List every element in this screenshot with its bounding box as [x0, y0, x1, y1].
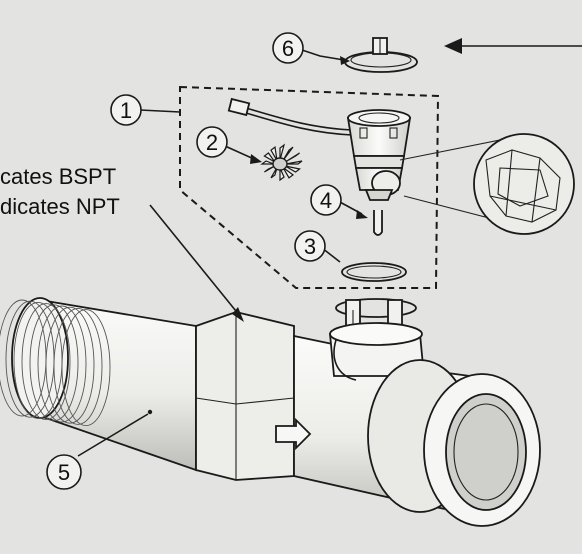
impeller-blade [260, 160, 275, 165]
retaining-clip-part [344, 37, 418, 73]
o-ring-part [341, 262, 407, 282]
impeller-blade [284, 152, 300, 163]
pipe-thread-ring [21, 303, 71, 421]
bspt-note-text: cates BSPT [0, 164, 116, 189]
assembly-outline [179, 85, 440, 289]
callout-6: 6 [272, 32, 304, 64]
impeller-blade [285, 160, 303, 165]
pipe-thread-ring [45, 306, 95, 424]
pipe-thread-ring [29, 304, 79, 422]
callout-5-label: 5 [58, 460, 70, 485]
impeller-blade [282, 166, 295, 179]
callout-3-label: 3 [304, 234, 316, 259]
saddle-clip-part [335, 298, 417, 335]
impeller-blade [282, 146, 294, 161]
impeller-blade [279, 167, 285, 182]
impeller-blade [279, 143, 286, 161]
npt-note-text: dicates NPT [0, 194, 120, 219]
sensor-cable [227, 97, 353, 136]
tee-pipe-body-part [0, 297, 541, 527]
impeller-blade [270, 146, 278, 161]
shaft-pin-part [373, 210, 383, 236]
callout-4-label: 4 [320, 188, 332, 213]
impeller-blade [263, 152, 276, 163]
pipe-thread-ring [61, 309, 111, 427]
impeller-hub [272, 157, 288, 171]
callout-4: 4 [310, 184, 342, 216]
impeller-blade [270, 167, 278, 179]
flow-direction-arrow-icon [275, 417, 312, 451]
callout-6-label: 6 [282, 36, 294, 61]
sensor-head-part [346, 109, 412, 201]
pipe-thread-ring [37, 305, 87, 423]
impeller-blade [284, 165, 302, 173]
callout-5: 5 [46, 454, 82, 490]
callout-1-label: 1 [120, 98, 132, 123]
pipe-threads [0, 299, 111, 427]
pipe-thread-ring [53, 307, 103, 425]
callout-1: 1 [110, 94, 142, 126]
detail-magnifier [399, 133, 575, 235]
callout-2-label: 2 [206, 130, 218, 155]
impeller-blade [264, 165, 276, 173]
leader-lines [77, 49, 368, 457]
impeller-rotor-part [260, 143, 303, 182]
callout-3: 3 [294, 230, 326, 262]
pointer-arrow [444, 38, 582, 54]
callout-2: 2 [196, 126, 228, 158]
